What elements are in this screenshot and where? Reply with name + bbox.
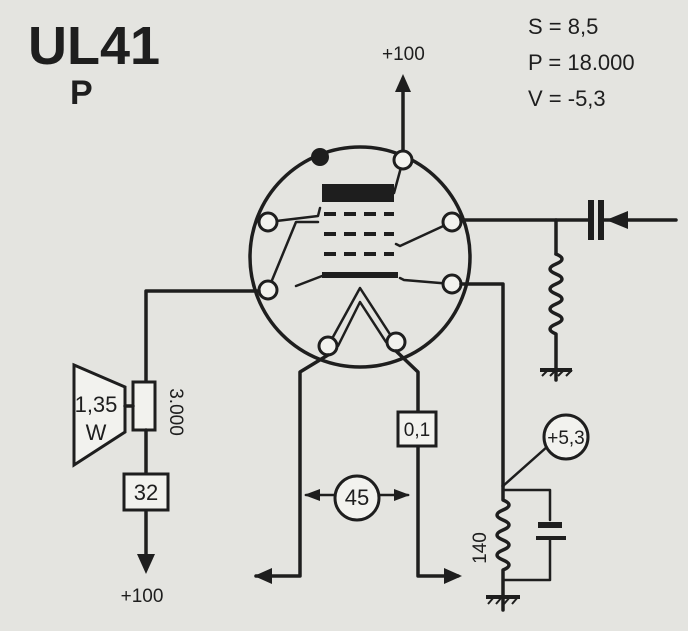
param-v: V = -5,3	[528, 86, 606, 111]
series-resistor-box	[122, 472, 170, 512]
anode-supply-arrow	[395, 74, 411, 162]
current-label: 45	[345, 485, 369, 510]
tube-electrodes	[266, 158, 454, 348]
tube-envelope	[248, 145, 472, 369]
input-arrow	[606, 211, 628, 229]
tube-pins	[257, 148, 463, 357]
supply-arrow	[137, 554, 155, 574]
cathode-voltage-label: +5,3	[547, 428, 585, 449]
cathode-resistor	[495, 484, 511, 612]
speaker-supply-label: +100	[121, 586, 164, 607]
transformer-icon	[131, 380, 157, 432]
speaker-icon	[72, 362, 127, 468]
transformer-impedance-label: 3.000	[165, 388, 186, 436]
anode-supply-label: +100	[382, 44, 425, 65]
grid2-resistor-box	[396, 410, 438, 448]
param-p: P = 18.000	[528, 50, 635, 75]
grid-leak-resistor	[548, 252, 564, 382]
heater-leads	[254, 349, 462, 584]
grid-input-circuit	[459, 200, 678, 382]
cathode-capacitor-top	[538, 522, 562, 528]
speaker-circuit	[72, 289, 261, 574]
cathode-circuit	[459, 282, 566, 612]
pin-marker	[311, 148, 329, 166]
cathode-voltage-bubble	[542, 413, 590, 461]
tube-title: UL41	[28, 16, 160, 76]
cathode-resistor-label: 140	[470, 532, 491, 564]
current-bubble	[333, 474, 381, 522]
grid2-resistor-label: 0,1	[404, 420, 430, 441]
speaker-power-label: 1,35	[75, 392, 118, 417]
speaker-unit-label: W	[86, 420, 107, 445]
param-s: S = 8,5	[528, 14, 598, 39]
anode-plate	[322, 184, 394, 202]
tube-subtitle: P	[70, 74, 93, 112]
series-resistor-label: 32	[134, 480, 158, 505]
